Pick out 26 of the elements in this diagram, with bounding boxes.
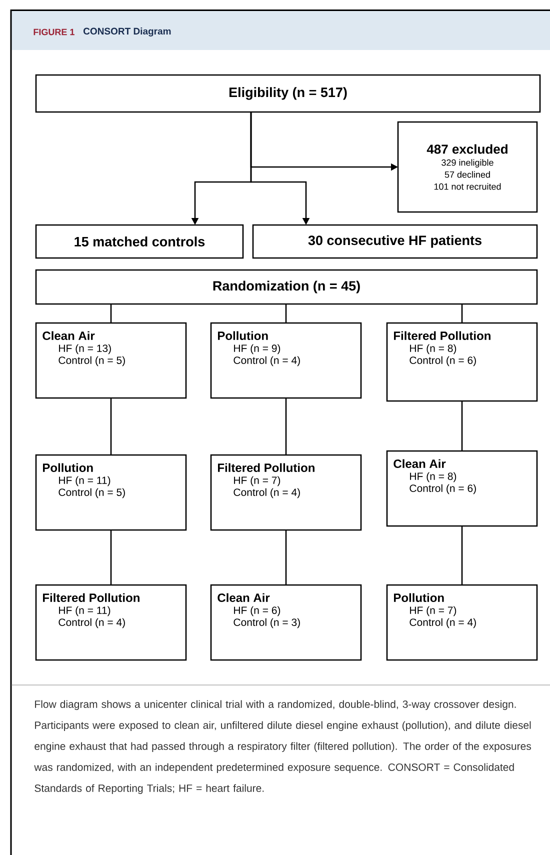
arm-box: Pollution HF (n = 7) Control (n = 4) [386,584,538,661]
arm-box: Clean Air HF (n = 8) Control (n = 6) [386,450,538,527]
connector [461,304,463,323]
exclusion-box: 487 excluded 329 ineligible 57 declined 101 not recruited [397,121,538,213]
connector [461,526,463,585]
arm-box: Clean Air HF (n = 6) Control (n = 3) [210,584,362,661]
connector [110,304,112,323]
arm-box: Pollution HF (n = 11) Control (n = 5) [35,454,187,531]
connector [461,401,463,451]
arm-box: Clean Air HF (n = 13) Control (n = 5) [35,322,187,399]
arm-box: Filtered Pollution HF (n = 11) Control (n = 4) [35,584,187,661]
process-box: 15 matched controls [35,224,244,259]
process-box: 30 consecutive HF patients [252,224,538,259]
arm-box: Filtered Pollution HF (n = 7) Control (n = 4) [210,454,362,531]
process-box: Eligibility (n = 517) [35,74,541,113]
connector [110,398,112,455]
figure-number: FIGURE 1 [34,28,74,36]
arm-box: Filtered Pollution HF (n = 8) Control (n = 6) [386,322,538,402]
figure-title: CONSORT Diagram [84,28,171,36]
connector [110,530,112,585]
caption: Flow diagram shows a unicenter clinical trial with a randomized, double-blind, 3-way crossover design. Participants were exposed to clean air, unfiltered dilute diesel engine exhaust (pollution), and dilute diesel engine exhaust that had passed through a respiratory filter (filtered pollution). The order of the exposures was randomized, with an independent predetermined exposure sequence. CONSORT = Consolidated Standards of Reporting Trials; HF = heart failure. [34,700,531,794]
connector [285,304,287,323]
connector [285,398,287,455]
connector [285,530,287,585]
arm-box: Pollution HF (n = 9) Control (n = 4) [210,322,362,399]
process-box: Randomization (n = 45) [35,269,538,305]
